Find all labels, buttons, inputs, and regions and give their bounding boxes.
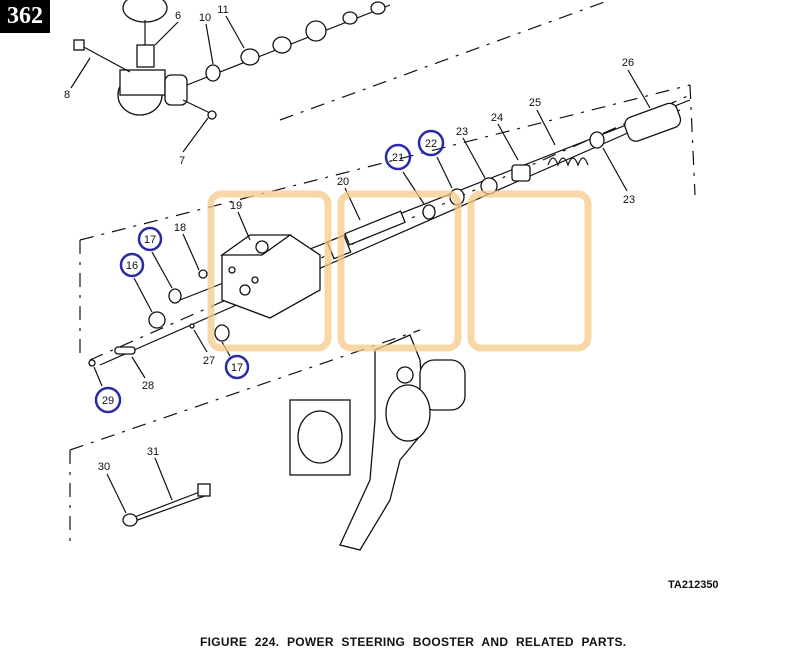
boundary-line — [279, 0, 611, 121]
callout-17: 17 — [231, 362, 243, 374]
callout-17: 17 — [144, 234, 156, 246]
callout-6: 6 — [175, 10, 181, 22]
booster-bracket — [122, 334, 466, 551]
seal-washers-top — [205, 1, 386, 82]
callout-circle — [384, 143, 412, 171]
callout-20: 20 — [337, 176, 349, 188]
callout-16: 16 — [126, 260, 138, 272]
callout-8: 8 — [64, 89, 70, 101]
callout-circle — [137, 226, 163, 252]
highlight-box — [207, 190, 332, 352]
callout-30: 30 — [98, 461, 110, 473]
callout-24: 24 — [491, 112, 503, 124]
callout-7: 7 — [179, 155, 185, 167]
callout-27: 27 — [203, 355, 215, 367]
callout-10: 10 — [199, 12, 211, 24]
valve-body — [219, 234, 321, 319]
callout-25: 25 — [529, 97, 541, 109]
assembly-axis — [99, 109, 681, 366]
callout-circle — [94, 386, 122, 414]
drawing-id: TA212350 — [668, 579, 719, 591]
highlight-box — [337, 190, 462, 352]
callout-28: 28 — [142, 380, 154, 392]
figure-caption: FIGURE 224. POWER STEERING BOOSTER AND R… — [200, 635, 627, 649]
callout-circle — [417, 129, 445, 157]
boundary-line — [89, 94, 691, 361]
callout-29: 29 — [102, 395, 114, 407]
leader-lines — [70, 15, 651, 514]
callout-21: 21 — [392, 152, 404, 164]
callout-23: 23 — [456, 126, 468, 138]
callout-circle — [119, 252, 145, 278]
callout-22: 22 — [425, 138, 437, 150]
callout-18: 18 — [174, 222, 186, 234]
callout-26: 26 — [622, 57, 634, 69]
highlight-box — [467, 190, 592, 352]
boundary-line — [689, 84, 696, 196]
callout-11: 11 — [217, 4, 228, 16]
page-number-badge: 362 — [0, 0, 50, 33]
callout-19: 19 — [230, 200, 242, 212]
callout-23: 23 — [623, 194, 635, 206]
boundary-line — [79, 84, 691, 241]
callout-circle — [224, 354, 250, 380]
callout-31: 31 — [147, 446, 159, 458]
